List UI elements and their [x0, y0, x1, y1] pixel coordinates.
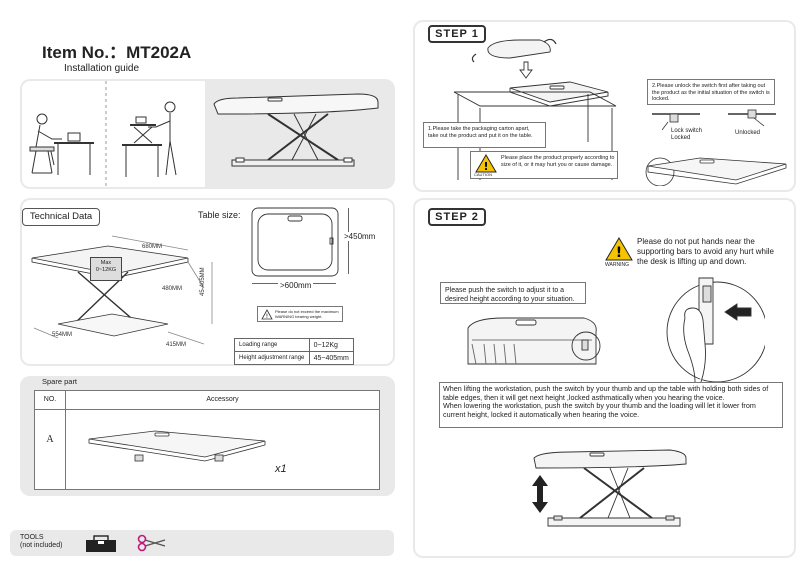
dim-width-label: 680MM	[142, 244, 163, 250]
step2-lift-illustration	[520, 448, 692, 539]
up-down-arrow-icon	[531, 474, 549, 519]
item-number-title: Item No.：MT202A	[42, 38, 191, 63]
technical-data-title: Technical Data	[22, 208, 100, 226]
tools-panel	[10, 530, 394, 556]
installation-subtitle: Installation guide	[64, 63, 140, 74]
table-row: Loading range 0~12Kg	[234, 338, 355, 352]
technical-panel-inner	[22, 200, 393, 364]
spare-row-no: A	[35, 410, 66, 489]
spare-part-table: NO. Accessory A x1	[34, 390, 380, 490]
caution-triangle-icon: !	[475, 154, 497, 173]
step1-product-side	[640, 150, 790, 191]
desk-converter-illustration	[208, 88, 388, 188]
caution-label: CAUTION	[474, 172, 492, 177]
step1-instruction1: 1.Please take the packaging carton apart…	[423, 122, 546, 148]
spec-label: Height adjustment range	[234, 351, 310, 365]
spec-value: 45~405mm	[308, 351, 355, 365]
step2-body-text: When lifting the workstation, push the s…	[439, 382, 783, 428]
step2-title: STEP 2	[428, 208, 486, 226]
step1-title: STEP 1	[428, 25, 486, 43]
intro-illustration-area	[22, 81, 205, 187]
step1-table-illustration	[440, 32, 640, 187]
max-load-badge: Max 0~12KG	[90, 257, 122, 281]
step1-instruction2: 2.Please unlock the switch first after t…	[647, 79, 775, 105]
lock-switch-label: Lock switch Locked	[671, 128, 703, 141]
top-dim-height-label: >450mm	[344, 232, 376, 241]
step2-warning: ! WARNING Please do not put hands near t…	[603, 235, 783, 271]
warning-label: WARNING	[605, 262, 629, 268]
spec-label: Loading range	[234, 338, 310, 352]
spare-part-title: Spare part	[42, 377, 78, 386]
thumb-press-illustration	[655, 274, 768, 391]
top-dim-vertical-line	[348, 208, 349, 274]
table-row: Height adjustment range 45~405mm	[234, 351, 355, 365]
weight-warning-note: ! Please do not exceed the maximum WARNI…	[257, 306, 343, 322]
svg-text:!: !	[266, 313, 268, 320]
top-dim-width-label: >600mm	[278, 281, 314, 290]
svg-text:!: !	[483, 160, 488, 173]
spec-table: Loading range 0~12Kg Height adjustment r…	[234, 338, 355, 365]
dim-base-depth-label: 415MM	[166, 342, 187, 348]
warning-triangle-icon: !	[605, 237, 633, 261]
step1-caution-box: ! CAUTION Please place the product prope…	[470, 151, 618, 179]
table-top-view	[250, 206, 340, 283]
lock-switch-detail	[650, 108, 780, 139]
dim-base-width-label: 554MM	[52, 332, 73, 338]
caution-text: Please place the product properly accord…	[501, 155, 615, 168]
spare-col-no-header: NO.	[35, 391, 66, 410]
step2-inner	[415, 200, 794, 556]
step2-product-front	[464, 304, 609, 379]
seated-user-illustration	[29, 81, 177, 187]
spare-quantity: x1	[275, 463, 287, 475]
unlocked-label: Unlocked	[735, 130, 761, 136]
item-label: Item No.：	[42, 43, 127, 62]
spare-col-accessory-header: Accessory	[66, 391, 379, 410]
item-number: MT202A	[126, 43, 192, 62]
warning-triangle-icon: !	[261, 309, 273, 320]
dim-height-label: 45-405MM	[200, 267, 206, 296]
weight-warning-text: Please do not exceed the maximum WARNING…	[275, 309, 339, 319]
table-size-label: Table size:	[198, 210, 241, 220]
technical-product-drawing	[28, 228, 228, 363]
tools-label: TOOLS (not included)	[20, 534, 63, 549]
svg-text:!: !	[616, 245, 622, 261]
scissors-icon	[137, 534, 167, 557]
spare-tabletop-drawing	[88, 430, 266, 462]
toolbox-icon	[84, 533, 118, 558]
dim-depth-label: 480MM	[162, 286, 183, 292]
push-switch-note: Please push the switch to adjust it to a…	[440, 282, 586, 304]
spec-value: 0~12Kg	[308, 338, 355, 352]
warning-text: Please do not put hands near the support…	[637, 237, 774, 266]
